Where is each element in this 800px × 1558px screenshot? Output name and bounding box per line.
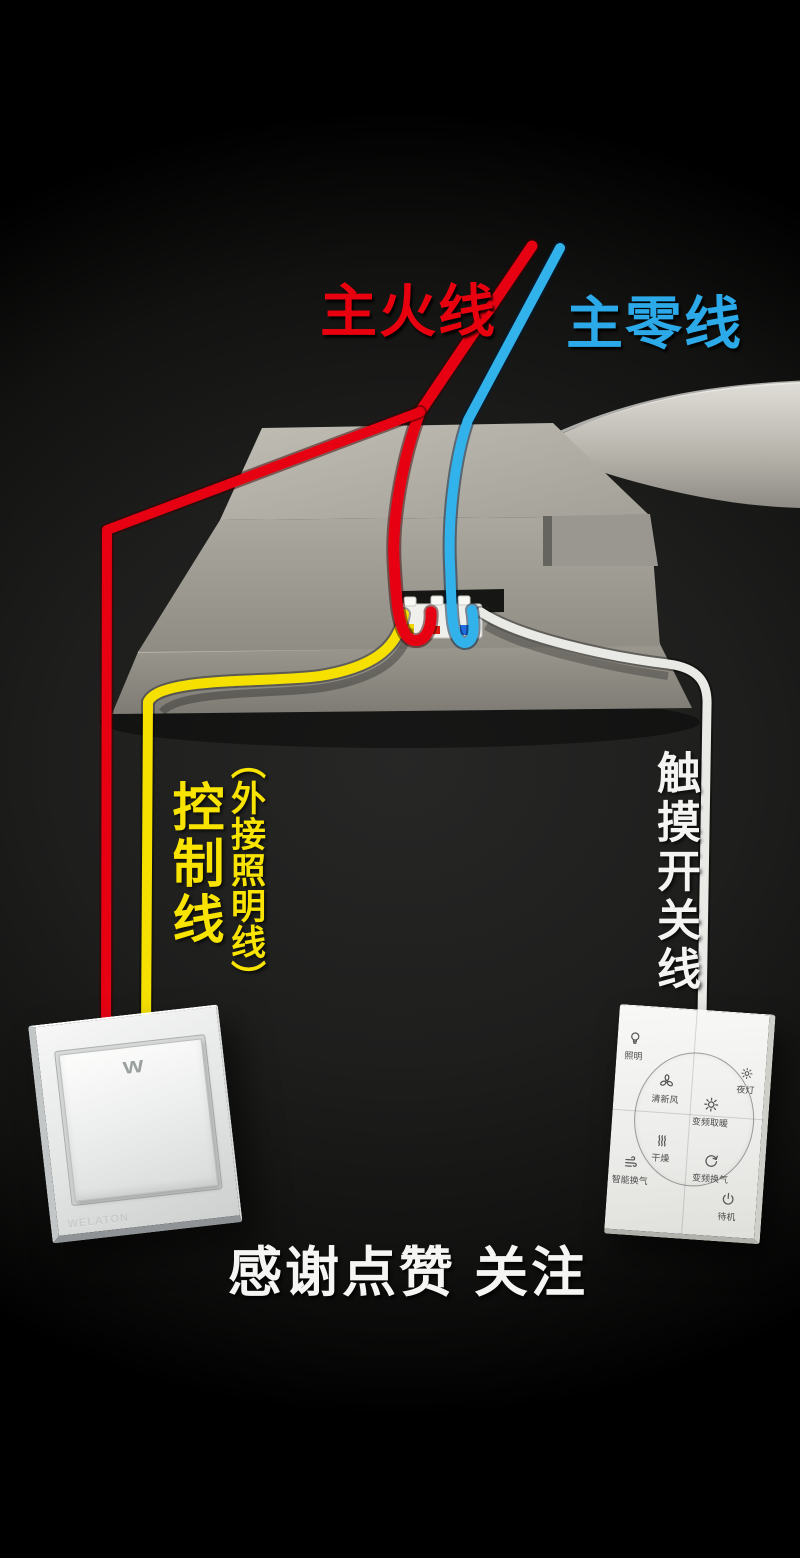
button-label: 夜灯 (735, 1084, 755, 1096)
label-external-lighting-wire: （外接照明线） (226, 744, 265, 996)
main-live-wire-red (388, 240, 538, 646)
button-lighting: 照明 (624, 1029, 644, 1062)
sun-icon (704, 1097, 719, 1112)
brand-logo: W (121, 1056, 143, 1078)
label-main-neutral-wire: 主零线 (566, 292, 743, 356)
wind-icon (624, 1156, 637, 1167)
label-touch-switch-wire: 触摸开关线 (650, 750, 699, 995)
rocker-button: W (58, 1038, 219, 1202)
button-night-light: 夜灯 (736, 1065, 756, 1096)
steam-icon (657, 1134, 666, 1147)
button-label: 清新风 (651, 1093, 679, 1106)
live-wire-branch-red (101, 407, 425, 1045)
embossed-brand-text: WELATON (67, 1211, 130, 1231)
button-heating: 变频取暖 (692, 1094, 730, 1129)
label-main-live-wire: 主火线 (320, 280, 497, 344)
button-label: 待机 (717, 1211, 736, 1223)
ceiling-duct (548, 382, 800, 508)
button-label: 变频换气 (691, 1172, 729, 1185)
button-label: 智能换气 (611, 1173, 649, 1187)
bulb-icon (630, 1032, 639, 1044)
touch-switch-wire-white (476, 607, 712, 1021)
main-neutral-wire-blue (444, 243, 565, 648)
cycle-icon (705, 1155, 718, 1167)
power-icon (722, 1192, 734, 1205)
button-ventilation: 变频换气 (692, 1151, 730, 1186)
touch-switch-panel: 照明 夜灯 清新风 变频取暖 (603, 1004, 776, 1245)
button-standby: 待机 (717, 1190, 737, 1223)
label-control-wire: 控制线 (164, 780, 222, 948)
wall-rocker-switch: W WELATON (28, 1004, 243, 1244)
control-wire-yellow (141, 609, 409, 1037)
button-label: 干燥 (651, 1152, 670, 1164)
button-fresh-air: 清新风 (651, 1071, 680, 1106)
button-label: 照明 (624, 1050, 643, 1062)
button-label: 变频取暖 (691, 1116, 729, 1129)
night-light-icon (740, 1067, 752, 1080)
button-smart-vent: 智能换气 (611, 1153, 649, 1187)
footer-caption: 感谢点赞 关注 (228, 1243, 589, 1303)
button-drying: 干燥 (651, 1132, 671, 1165)
fan-icon (659, 1074, 673, 1087)
